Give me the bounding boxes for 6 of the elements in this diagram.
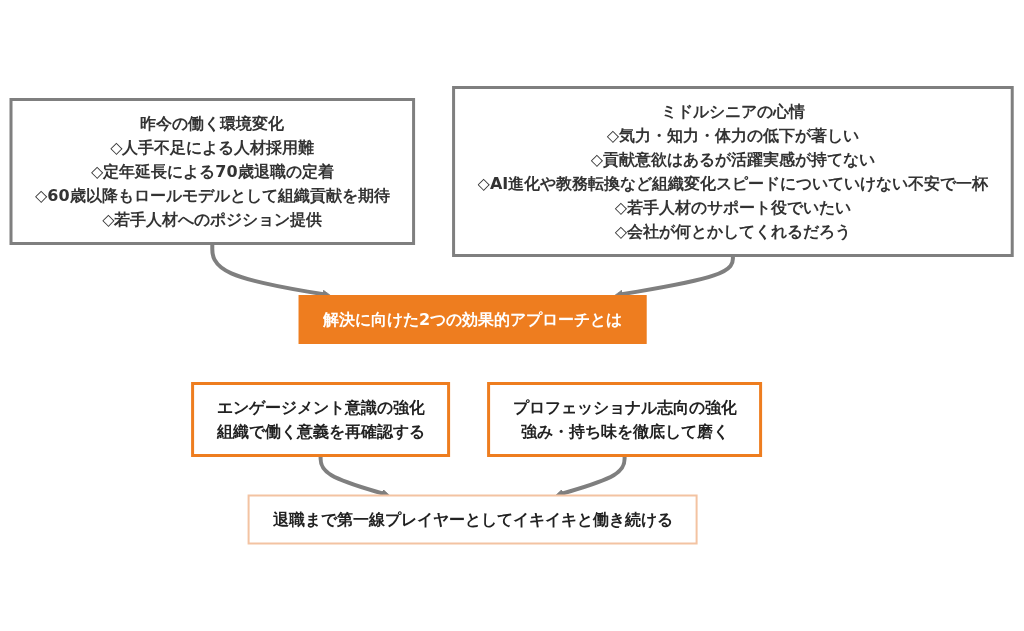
- node-box: 昨今の働く環境変化 ◇人手不足による人材採用難 ◇定年延長による70歳退職の定着 ◇60歳以降もロールモデルとして組織貢献を期待 ◇若手人材へのポジション提供: [9, 98, 416, 245]
- node-box: ミドルシニアの心情 ◇気力・知力・体力の低下が著しい ◇貢献意欲はあるが活躍実感が持てない ◇AI進化や教務転換など組織変化スピードについていけない不安で一杯 ◇若手人材のサポート役でいたい ◇会社が何とかしてくれるだろう: [452, 86, 1015, 257]
- node-box: 退職まで第一線プレイヤーとしてイキイキと働き続ける: [248, 494, 698, 545]
- node-box: プロフェッショナル志向の強化 強み・持ち味を徹底して磨く: [487, 382, 763, 457]
- node-box: 解決に向けた2つの効果的アプローチとは: [298, 295, 648, 344]
- node-box: エンゲージメント意識の強化 組織で働く意義を再確認する: [191, 382, 451, 457]
